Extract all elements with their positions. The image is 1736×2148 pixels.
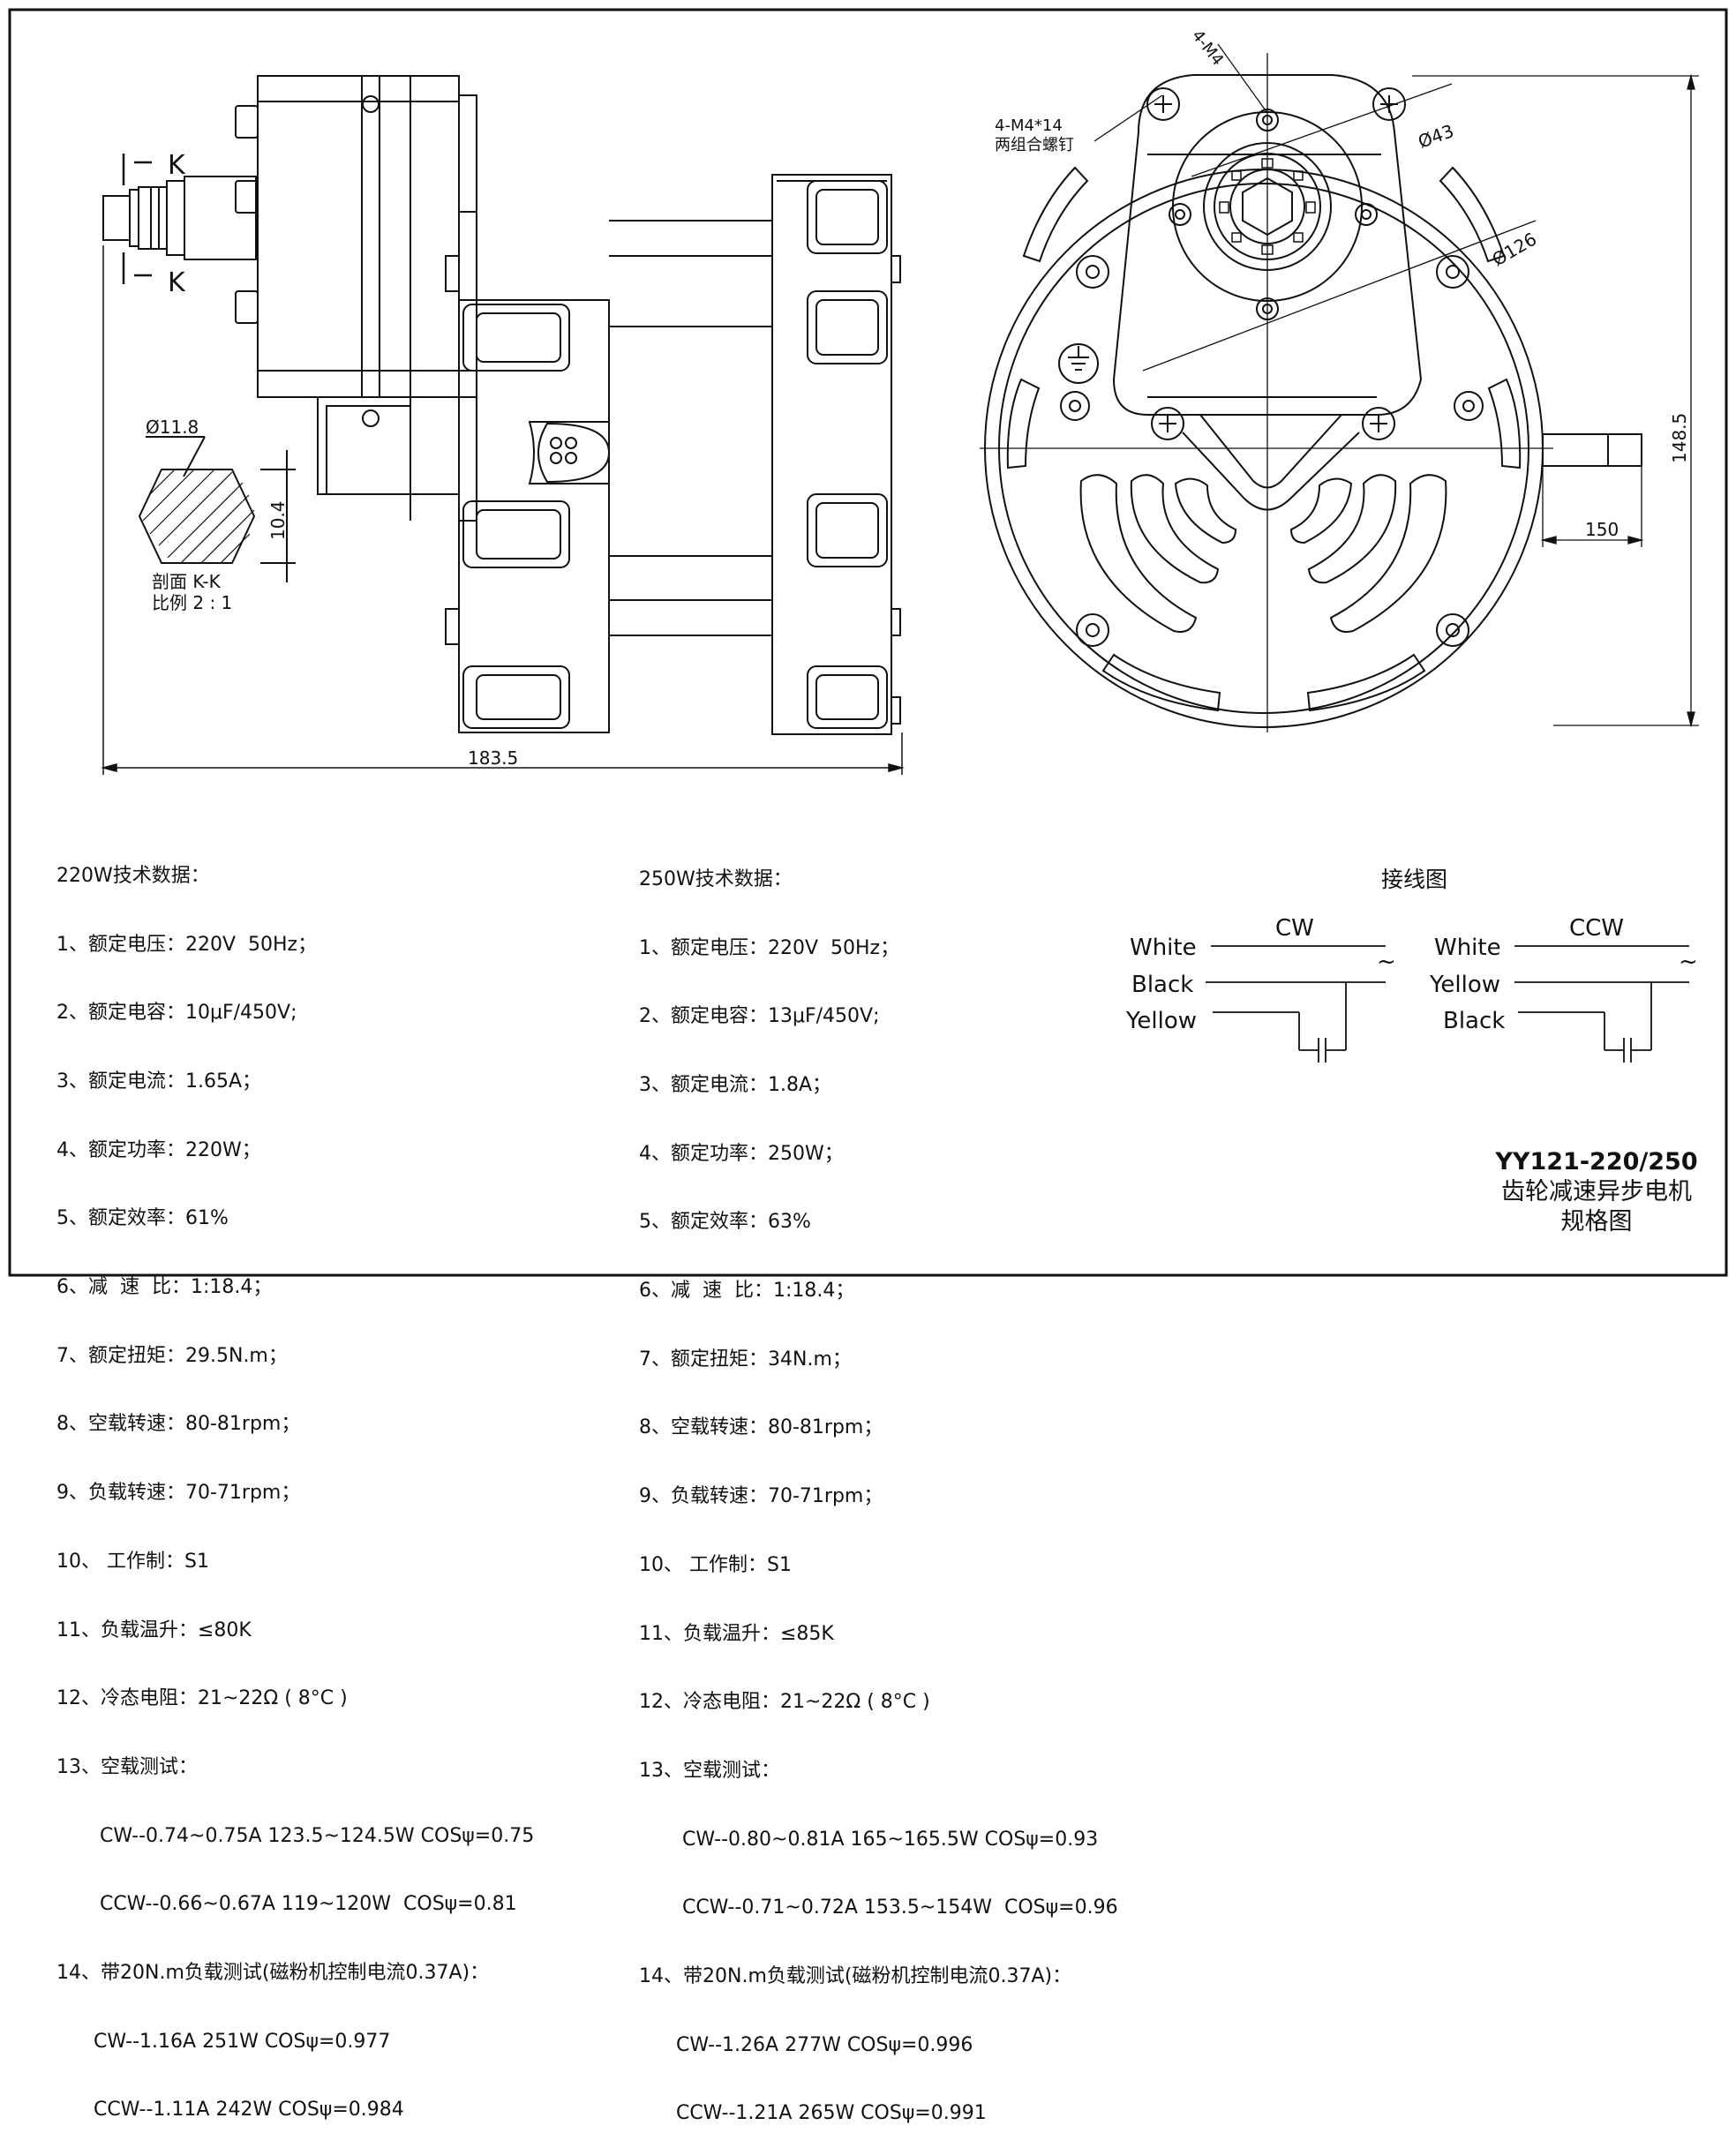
spec-250w-line: 10、 工作制：S1 (639, 1553, 792, 1576)
spec-250w-line: 9、负载转速：70-71rpm； (639, 1485, 883, 1508)
spec-250w-line: CCW--0.71~0.72A 153.5~154W COSψ=0.96 (639, 1896, 1118, 1919)
cw-ac: ~ (1377, 949, 1396, 975)
spec-220w-line: CW--0.74~0.75A 123.5~124.5W COSψ=0.75 (56, 1824, 535, 1847)
spec-220w-line: 1、额定电压：220V 50Hz； (56, 933, 318, 956)
spec-220w-line: 14、带20N.m负载测试(磁粉机控制电流0.37A)： (56, 1962, 490, 1985)
hex-height-label: 10.4 (267, 500, 289, 540)
spec-250w-line: 5、额定效率：63% (639, 1211, 811, 1234)
spec-250w-line: CW--0.80~0.81A 165~165.5W COSψ=0.93 (639, 1828, 1099, 1851)
side-view (102, 75, 901, 735)
spec-220w: 220W技术数据： 1、额定电压：220V 50Hz； 2、额定电容：10μF/… (56, 819, 534, 2144)
hex-dia-label: Ø11.8 (146, 417, 199, 438)
wiring-title: 接线图 (1381, 867, 1447, 892)
spec-220w-line: 5、额定效率：61% (56, 1207, 229, 1230)
ccw-label: CCW (1569, 915, 1624, 942)
cw-wire-2: Black (1131, 972, 1193, 998)
spec-250w-line: CW--1.26A 277W COSψ=0.996 (639, 2033, 973, 2056)
section-marker-top: K (168, 150, 186, 181)
spec-250w-line: 4、额定功率：250W； (639, 1142, 844, 1165)
spec-220w-line: 3、额定电流：1.65A； (56, 1070, 262, 1093)
front-view (984, 74, 1642, 728)
drawing-type: 规格图 (1560, 1208, 1633, 1235)
spec-250w-line: 8、空载转速：80-81rpm； (639, 1416, 883, 1439)
screw-note-2: 两组合螺钉 (995, 136, 1074, 154)
ccw-wire-2: Yellow (1429, 972, 1500, 998)
spec-250w-title: 250W技术数据： (639, 867, 793, 890)
front-dimensions (980, 43, 1699, 732)
spec-250w-line: 11、负载温升：≤85K (639, 1622, 834, 1645)
spec-220w-line: 2、额定电容：10μF/450V; (56, 1002, 297, 1025)
spec-250w: 250W技术数据： 1、额定电压：220V 50Hz； 2、额定电容：13μF/… (639, 822, 1118, 2148)
spec-250w-line: 3、额定电流：1.8A； (639, 1073, 832, 1096)
spec-220w-line: 13、空载测试： (56, 1755, 198, 1778)
cw-label: CW (1275, 915, 1314, 942)
overall-length-label: 183.5 (468, 747, 518, 769)
spec-220w-line: CCW--0.66~0.67A 119~120W COSψ=0.81 (56, 1893, 517, 1916)
cw-wire-3: Yellow (1125, 1008, 1197, 1034)
drawing-sheet: K K Ø11.8 10.4 剖面 K-K 比例 2 : 1 183.5 4-M… (8, 8, 1728, 1277)
spec-220w-line: 9、负载转速：70-71rpm； (56, 1482, 301, 1505)
spec-220w-line: 6、减 速 比：1:18.4； (56, 1276, 273, 1299)
spec-250w-line: CCW--1.21A 265W COSψ=0.991 (639, 2102, 987, 2125)
spec-220w-line: 12、冷态电阻：21~22Ω ( 8°C ) (56, 1687, 348, 1710)
shaft-offset-label: 150 (1585, 519, 1619, 540)
spec-220w-line: 8、空载转速：80-81rpm； (56, 1413, 301, 1436)
title-block: YY121-220/250 齿轮减速异步电机 规格图 (1473, 1147, 1720, 1237)
spec-220w-line: 10、 工作制：S1 (56, 1550, 209, 1573)
ccw-ac: ~ (1679, 949, 1698, 975)
section-marker-bottom: K (168, 267, 186, 298)
section-label: 剖面 K-K (152, 571, 222, 592)
spec-250w-line: 13、空载测试： (639, 1759, 780, 1782)
product-name: 齿轮减速异步电机 (1501, 1178, 1692, 1205)
model-code: YY121-220/250 (1495, 1148, 1698, 1175)
spec-220w-line: 11、负载温升：≤80K (56, 1619, 252, 1641)
section-scale: 比例 2 : 1 (152, 592, 232, 613)
spec-250w-line: 1、额定电压：220V 50Hz； (639, 936, 900, 959)
screw-note-1: 4-M4*14 (995, 116, 1063, 135)
spec-250w-line: 12、冷态电阻：21~22Ω ( 8°C ) (639, 1691, 930, 1714)
spec-220w-line: CW--1.16A 251W COSψ=0.977 (56, 2030, 391, 2053)
spec-220w-title: 220W技术数据： (56, 864, 210, 887)
ccw-wire-1: White (1434, 935, 1501, 961)
spec-220w-line: 7、额定扭矩：29.5N.m； (56, 1344, 288, 1367)
sheet-border (8, 8, 1728, 1277)
dia-43-label: Ø43 (1416, 120, 1457, 153)
spec-220w-line: CCW--1.11A 242W COSψ=0.984 (56, 2099, 404, 2122)
cw-lines (1206, 945, 1386, 1063)
hex-section (138, 436, 296, 582)
cw-wire-1: White (1130, 935, 1197, 961)
wiring-diagram: 接线图 CW White Black Yellow ~ CCW White Ye… (1125, 867, 1698, 1063)
spec-250w-line: 14、带20N.m负载测试(磁粉机控制电流0.37A)： (639, 1965, 1072, 1988)
spec-250w-line: 7、额定扭矩：34N.m； (639, 1348, 852, 1371)
ccw-wire-3: Black (1443, 1008, 1505, 1034)
ccw-lines (1514, 945, 1689, 1063)
length-dimension (101, 245, 905, 775)
height-total-label: 148.5 (1669, 413, 1690, 463)
spec-250w-line: 6、减 速 比：1:18.4； (639, 1280, 855, 1303)
spec-220w-line: 4、额定功率：220W； (56, 1138, 261, 1161)
spec-250w-line: 2、额定电容：13μF/450V; (639, 1005, 880, 1028)
